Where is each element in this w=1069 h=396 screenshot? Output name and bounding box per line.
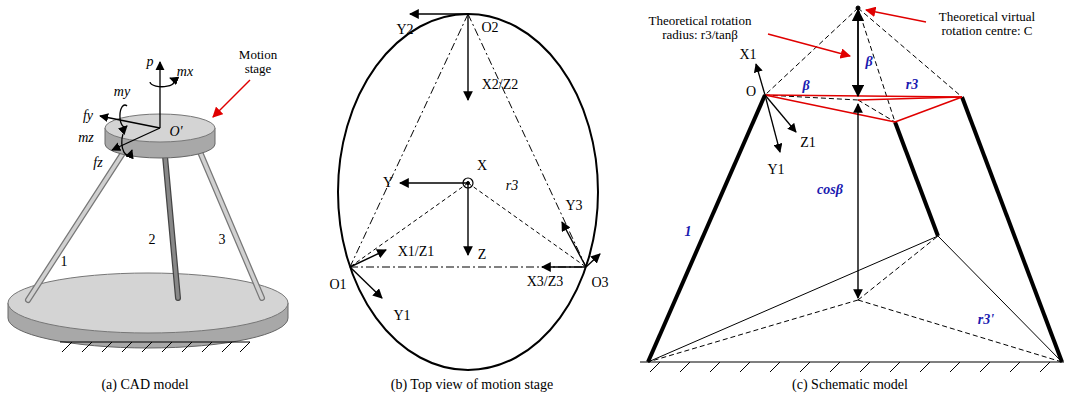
- label: X: [477, 158, 487, 173]
- label: O': [169, 124, 182, 139]
- top-view: [338, 14, 600, 370]
- label: X3/Z3: [527, 274, 564, 289]
- label: O2: [481, 20, 498, 35]
- label: O1: [329, 277, 346, 292]
- cad-model: [8, 62, 288, 352]
- label: r3: [506, 178, 518, 193]
- label: my: [114, 84, 130, 99]
- label: 1: [685, 224, 692, 239]
- label: cosβ: [817, 182, 843, 197]
- label: (b) Top view of motion stage: [391, 377, 553, 392]
- label: X1: [739, 47, 756, 62]
- label: r3: [906, 77, 918, 92]
- label: β: [865, 54, 872, 69]
- label: (c) Schematic model: [792, 377, 908, 392]
- label: 3: [219, 232, 226, 247]
- label: mz: [78, 130, 94, 145]
- label: β: [802, 78, 809, 93]
- label: Y3: [565, 198, 582, 213]
- schematic-model: [640, 6, 1064, 372]
- label: fz: [93, 155, 102, 170]
- label: 2: [149, 232, 156, 247]
- label: p: [147, 54, 154, 69]
- label: X2/Z2: [482, 77, 519, 92]
- label: Z1: [800, 135, 816, 150]
- label: Y1: [767, 162, 784, 177]
- label: (a) CAD model: [101, 377, 188, 392]
- label: r3': [978, 312, 994, 327]
- label: Y2: [396, 22, 413, 37]
- label: Y1: [393, 308, 410, 323]
- label: Y: [383, 175, 393, 190]
- label: 1: [61, 254, 68, 269]
- label: Theoretical rotation radius: r3/tanβ: [635, 14, 765, 43]
- label: X1/Z1: [398, 244, 435, 259]
- label: O: [746, 84, 756, 99]
- label: Z: [478, 247, 487, 262]
- label: mx: [177, 64, 193, 79]
- label: fy: [83, 108, 93, 123]
- label: O3: [591, 275, 608, 290]
- label: Theoretical virtual rotation centre: C: [931, 10, 1043, 39]
- label: Motion stage: [228, 48, 288, 77]
